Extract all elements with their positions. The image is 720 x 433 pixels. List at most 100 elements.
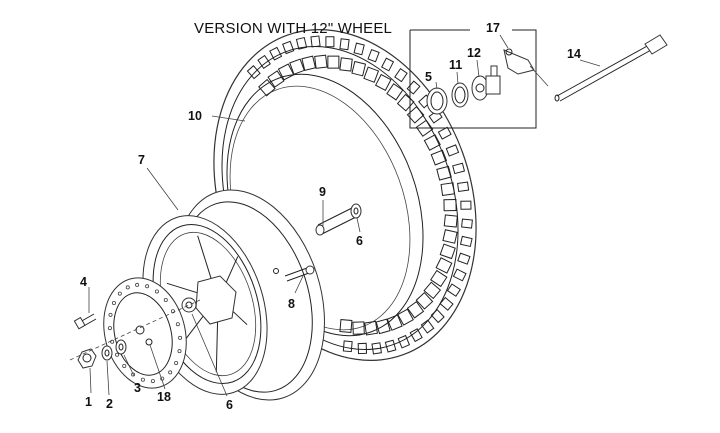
tread-block: [423, 134, 441, 151]
spoke: [197, 235, 213, 283]
tread-block: [440, 182, 456, 196]
tread-block: [352, 321, 365, 335]
tread-block: [439, 243, 456, 260]
callout-6-upper: 6: [356, 234, 363, 248]
tread-block: [289, 58, 305, 75]
speedometer-inset-box: [409, 29, 549, 129]
disc-hole: [135, 282, 140, 287]
disc-hole: [174, 361, 179, 366]
disc-hole: [175, 322, 180, 327]
tread-block: [442, 229, 458, 244]
callout-17: 17: [486, 21, 500, 35]
tread-block: [367, 48, 380, 63]
callout-9: 9: [319, 185, 326, 199]
disc-hole: [163, 298, 168, 303]
callout-4: 4: [80, 275, 87, 289]
valve: [273, 265, 315, 282]
tread-block: [457, 252, 471, 265]
tread-block: [409, 328, 423, 343]
callout-14: 14: [567, 47, 581, 61]
disc-hole: [115, 352, 120, 357]
tread-block: [267, 70, 285, 88]
tread-block: [430, 149, 448, 166]
tread-block: [394, 68, 408, 83]
tread-block: [446, 283, 461, 297]
tread-block: [357, 342, 368, 355]
tread-block: [452, 268, 467, 282]
tread-block: [374, 73, 392, 91]
tread-block: [415, 119, 434, 137]
disc-hole: [110, 339, 115, 344]
disc-hole: [150, 379, 155, 384]
tread-block: [457, 181, 470, 192]
tread-block: [445, 144, 460, 157]
tread-block: [282, 40, 295, 55]
leader-lines: [88, 34, 601, 397]
tread-block: [353, 42, 365, 56]
bolt: [73, 313, 97, 330]
tread-block: [436, 165, 452, 181]
tread-block: [351, 60, 367, 77]
tread-block: [386, 83, 404, 101]
disc-hole: [107, 326, 112, 331]
callout-5: 5: [425, 70, 432, 84]
tread-block: [258, 78, 276, 97]
tread-block: [339, 319, 353, 334]
tread-block: [269, 46, 283, 61]
disc-hole: [154, 289, 159, 294]
callout-18: 18: [157, 390, 171, 404]
spacer-tube: [315, 203, 362, 236]
tread-block: [396, 93, 415, 112]
callout-1: 1: [85, 395, 92, 409]
tread-block: [452, 162, 466, 175]
tread-block: [415, 291, 434, 310]
tread-block: [301, 55, 317, 71]
tread-block: [364, 320, 378, 336]
callout-6-lower: 6: [226, 398, 233, 412]
tread-block: [430, 309, 445, 324]
tread-block: [384, 339, 397, 353]
disc-hole: [131, 372, 136, 377]
callout-3: 3: [134, 381, 141, 395]
tread-block: [371, 342, 382, 355]
tread-block: [257, 54, 271, 70]
tread-block: [423, 281, 442, 300]
tread-block: [406, 80, 421, 95]
tread-block: [246, 65, 261, 80]
disc-hole: [117, 291, 122, 296]
tread-block: [339, 38, 350, 51]
callout-10: 10: [188, 109, 202, 123]
tread-block: [430, 269, 448, 288]
tread-block: [443, 199, 457, 212]
tread-block: [420, 319, 435, 334]
disc-hole: [145, 284, 150, 289]
disc-hole: [177, 349, 182, 354]
tread-block: [443, 214, 458, 228]
disc-hole: [125, 285, 130, 290]
tread-block: [397, 334, 411, 349]
disc-hole: [108, 312, 113, 317]
callout-11: 11: [449, 58, 463, 72]
tread-block: [381, 57, 395, 72]
callout-12: 12: [467, 46, 481, 60]
tread-block: [327, 55, 340, 69]
tread-block: [386, 314, 403, 331]
wheel-axle: [554, 34, 668, 102]
tread-block: [363, 66, 380, 83]
tread-block: [437, 126, 452, 140]
callout-2: 2: [106, 397, 113, 411]
tread-block: [295, 36, 308, 50]
callout-8: 8: [288, 297, 295, 311]
diagram-title: VERSION WITH 12" WHEEL: [194, 20, 393, 37]
tread-block: [460, 200, 472, 210]
tread-block: [435, 257, 453, 274]
disc-hole: [111, 300, 116, 305]
tread-block: [314, 54, 328, 69]
tread-block: [310, 35, 321, 48]
tread-block: [461, 218, 473, 229]
brake-disc: [103, 277, 187, 389]
tread-block: [439, 296, 454, 311]
tread-block: [277, 63, 295, 81]
tread-block: [325, 36, 335, 48]
